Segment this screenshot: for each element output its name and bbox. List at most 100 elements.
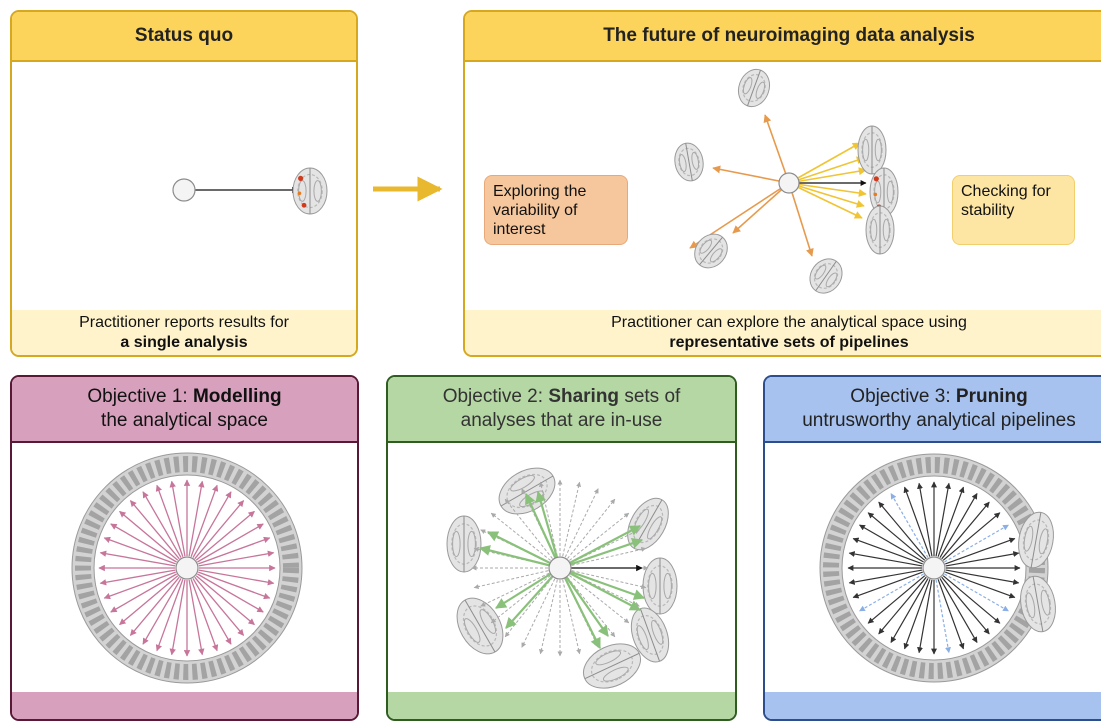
status-quo-origin-node [172,178,196,202]
pipeline-arrow [562,579,582,655]
pipeline-arrow [939,493,978,558]
pipeline-arrow [190,579,219,652]
pipeline-arrow [941,501,990,560]
pipeline-arrow [944,524,1009,563]
objective-1-title: Objective 1: Modelling the analytical sp… [12,377,357,443]
pipeline-arrow [890,578,929,643]
pipeline-arrow [198,536,271,565]
objective-1-prefix: Objective 1: [87,386,193,407]
stability-arrow [788,142,861,184]
variability-arrow [732,182,790,234]
pipeline-arrow [194,576,245,636]
pipeline-arrow [852,571,923,599]
pipeline-arrow [155,484,184,557]
pipeline-arrow [848,569,923,585]
status-quo-footer-line2: a single analysis [120,333,248,351]
pipeline-arrow [944,573,1009,612]
objective-2-footer [388,692,735,719]
pipeline-arrow [903,486,931,557]
pipeline-arrow [942,512,1001,561]
objective-3-title: Objective 3: Pruning untrusworthy analyt… [765,377,1101,443]
pipeline-arrow [945,537,1016,565]
pipeline-arrow [852,537,923,565]
pipeline-arrow [129,500,180,560]
pipeline-arrow [890,493,929,558]
future-footer-line1: Practitioner can explore the analytical … [611,313,967,331]
objective-3-footer [765,692,1101,719]
pipeline-arrow [945,551,1020,567]
variability-arrow [712,165,790,184]
future-title: The future of neuroimaging data analysis [465,12,1101,62]
shared-pipeline-arrow [559,567,641,611]
brain-icon [674,142,704,182]
stability-callout: Checking for stability [952,175,1075,245]
pipeline-arrow [490,575,551,624]
variability-arrow [788,182,814,257]
objective-1-footer [12,692,357,719]
pipeline-arrow [867,512,926,561]
objective-1-origin-node [175,556,199,580]
pipeline-arrow [480,572,550,607]
pipeline-arrow [110,573,177,613]
pipeline-arrow [867,575,926,624]
pipeline-arrow [490,512,551,561]
pipeline-arrow [939,578,978,643]
pipeline-arrow [945,571,1016,599]
brain-icon [630,607,670,663]
pipeline-arrow [917,482,933,557]
pipeline-arrow [129,576,180,636]
future-footer: Practitioner can explore the analytical … [465,310,1101,355]
pipeline-arrow [103,536,176,565]
shared-pipeline-arrow [495,567,561,609]
variability-arrow [763,114,790,184]
brain-icon [583,643,641,689]
brain-icon [1020,575,1056,633]
brain-icon [446,515,482,573]
shared-pipeline-arrow [559,525,641,569]
pipeline-arrow [917,579,933,654]
pipeline-arrow [848,551,923,567]
status-quo-footer-line1: Practitioner reports results for [79,313,289,331]
pipeline-arrow [878,576,927,635]
pipeline-arrow [197,523,264,563]
objective-3-origin-node [922,556,946,580]
brain-icon [857,125,887,175]
pipeline-arrow [538,579,558,655]
pipeline-arrow [103,571,176,600]
objective-2-prefix: Objective 2: [442,386,549,407]
stability-arrow [788,182,865,208]
brain-icon [456,597,504,655]
pipeline-arrow [169,579,186,656]
pipeline-arrow [521,578,556,648]
pipeline-arrow [935,482,951,557]
shared-pipeline-arrow [559,537,644,570]
objective-3-line2: untrusworthy analytical pipelines [802,410,1076,431]
brain-icon [809,258,843,294]
pipeline-arrow [569,575,630,624]
brain-icon [694,233,728,269]
stability-arrow [788,156,865,184]
pipeline-arrow [859,573,924,612]
shared-pipeline-arrow [487,531,561,569]
pipeline-arrow [504,577,553,638]
shared-pipeline-arrow [535,490,562,569]
pipeline-arrow [119,575,179,626]
pipeline-arrow [198,550,275,567]
future-footer-line2: representative sets of pipelines [669,333,909,351]
pipeline-arrow [935,579,951,654]
variability-callout: Exploring the variability of interest [484,175,628,245]
objective-3-keyword: Pruning [955,386,1028,407]
future-origin-node [778,172,800,194]
brain-icon [627,497,669,551]
objective-1-brain-ring [71,452,303,684]
pipeline-arrow [878,501,927,560]
objective-1-line2: the analytical space [101,410,268,431]
objective-3-prefix: Objective 3: [850,386,956,407]
pipeline-arrow [571,570,647,590]
status-quo-footer: Practitioner reports results for a singl… [12,310,356,355]
pipeline-arrow [567,498,616,559]
pipeline-arrow [198,569,275,586]
pipeline-arrow [567,577,616,638]
objective-1-panel: Objective 1: Modelling the analytical sp… [10,375,359,721]
